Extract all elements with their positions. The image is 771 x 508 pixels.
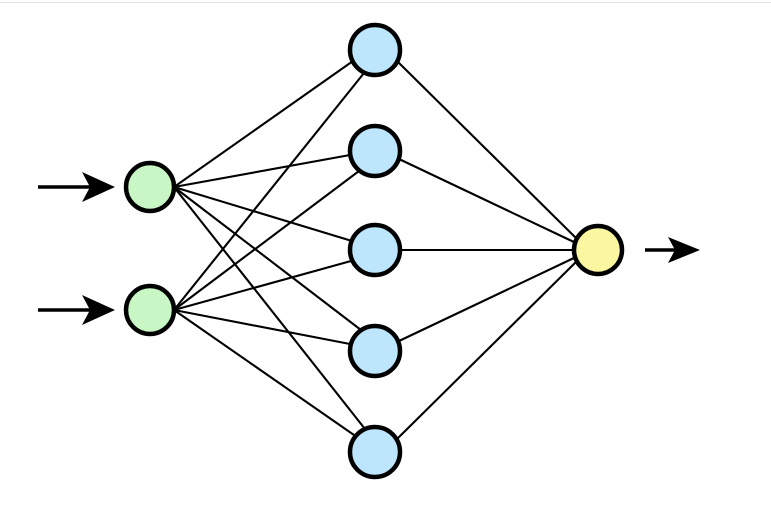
output-arrow-1-head [668, 237, 700, 263]
hidden-node-4[interactable] [347, 323, 403, 379]
connection-edge-i2-h3 [172, 259, 353, 312]
connection-edge-h1-o1 [395, 59, 580, 242]
connection-edge-i2-h5 [172, 308, 356, 437]
connection-edge-h5-o1 [395, 258, 580, 441]
input-arrow-1-head [82, 172, 115, 202]
io-arrows-group [38, 172, 700, 325]
hidden-node-1[interactable] [347, 22, 403, 78]
connection-edges-group [172, 59, 580, 441]
hidden-node-3[interactable] [347, 222, 403, 278]
output-node-1[interactable] [571, 223, 625, 277]
output-layer [571, 223, 625, 277]
top-divider-rule [0, 2, 771, 3]
connection-edge-i1-h4 [172, 185, 363, 332]
connection-edge-i1-h3 [172, 185, 354, 243]
nodes-group [123, 22, 625, 480]
connection-edge-i1-h2 [172, 153, 352, 189]
connection-edge-h4-o1 [397, 255, 578, 343]
hidden-node-5[interactable] [347, 424, 403, 480]
connection-edge-i2-h2 [172, 169, 361, 312]
input-node-2[interactable] [123, 283, 177, 337]
input-layer [123, 160, 177, 337]
output-arrow-1 [645, 237, 700, 263]
connection-edge-h2-o1 [397, 157, 578, 245]
connection-edge-i1-h5 [172, 185, 367, 431]
hidden-node-2[interactable] [347, 123, 403, 179]
connection-edge-i2-h1 [172, 71, 366, 312]
connection-edge-i2-h4 [172, 308, 352, 346]
hidden-layer [347, 22, 403, 480]
input-arrow-2-head [82, 295, 115, 325]
input-arrow-1 [38, 172, 115, 202]
input-arrow-2 [38, 295, 115, 325]
connection-edge-i1-h1 [172, 59, 355, 189]
input-node-1[interactable] [123, 160, 177, 214]
